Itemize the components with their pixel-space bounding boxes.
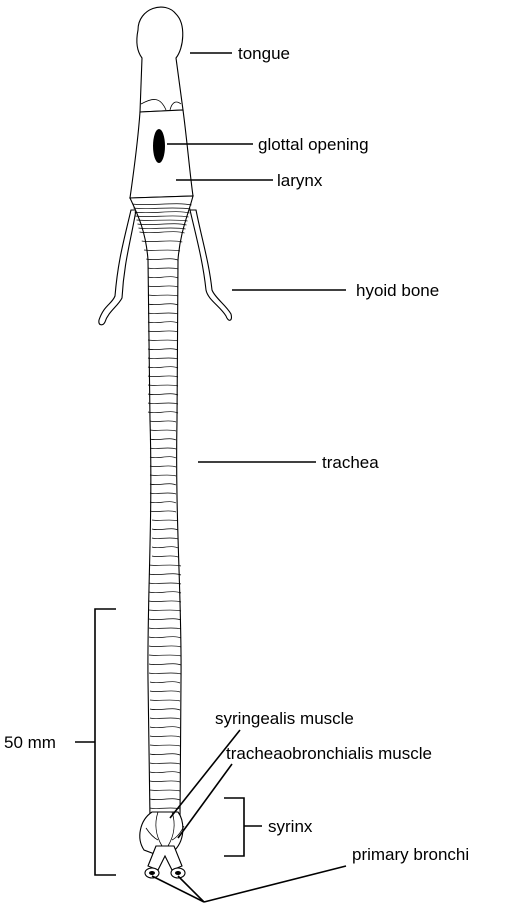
label-trachea: trachea	[322, 453, 379, 472]
tongue-shape	[137, 7, 183, 112]
label-syrinx: syrinx	[268, 817, 313, 836]
label-larynx: larynx	[277, 171, 323, 190]
hyoid-bone-left	[99, 210, 136, 325]
label-tongue: tongue	[238, 44, 290, 63]
hyoid-bone-right	[190, 210, 231, 320]
label-syringealis-muscle: syringealis muscle	[215, 709, 354, 728]
syrinx-bracket	[224, 798, 262, 856]
glottal-opening-shape	[153, 129, 165, 163]
label-scale: 50 mm	[4, 733, 56, 752]
label-tracheaobronchialis-muscle: tracheaobronchialis muscle	[226, 744, 432, 763]
scale-bar-bracket	[75, 609, 116, 875]
trachea-shape	[130, 196, 193, 818]
label-glottal-opening: glottal opening	[258, 135, 369, 154]
syrinx-shape	[140, 812, 185, 878]
label-hyoid-bone: hyoid bone	[356, 281, 439, 300]
label-primary-bronchi: primary bronchi	[352, 845, 469, 864]
